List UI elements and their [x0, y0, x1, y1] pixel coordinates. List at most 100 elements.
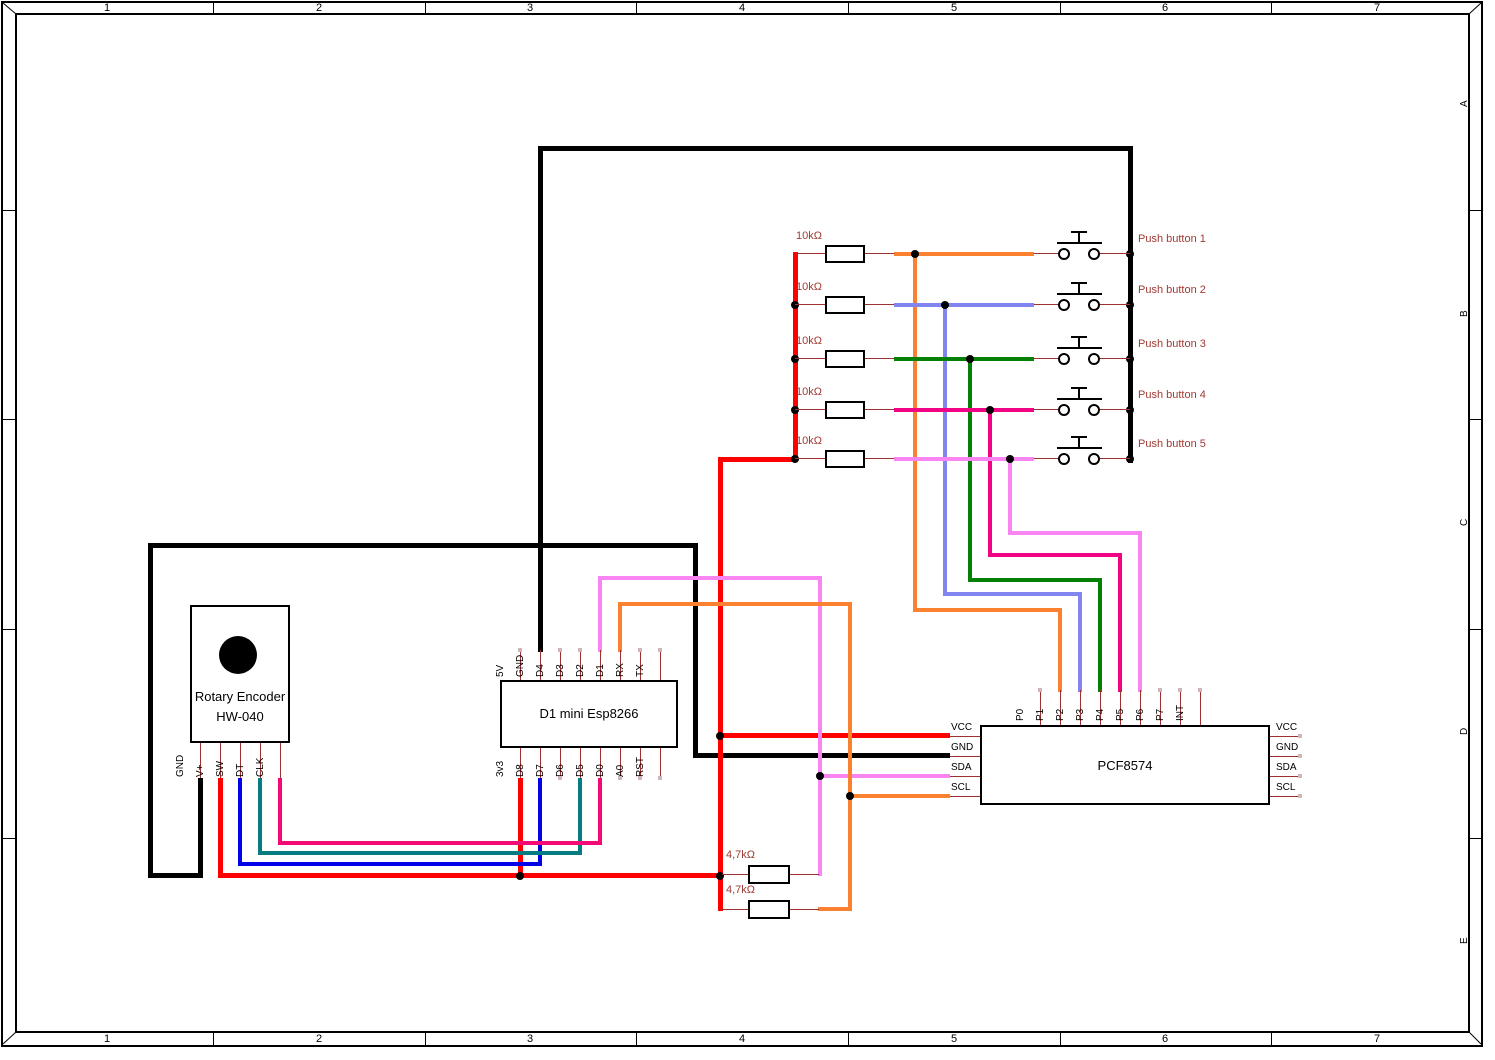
wire-sda: [598, 576, 602, 652]
wire-scl: [848, 602, 852, 911]
resistor-10k: [825, 401, 865, 419]
junction: [986, 406, 994, 414]
frame-col-label: 3: [526, 2, 534, 14]
frame-row-label: D: [0, 728, 3, 735]
pin-stub: [560, 748, 561, 778]
pin-label: P5: [1115, 708, 1126, 721]
button-actuator-cap: [1071, 387, 1087, 389]
pin-stub: [640, 650, 641, 680]
pin-label: RST: [635, 757, 646, 777]
pin-label: P7: [1155, 708, 1166, 721]
pin-label: P0: [1015, 708, 1026, 721]
wire-clk: [598, 778, 602, 843]
frame-tick: [636, 1033, 637, 1045]
button-terminal: [1088, 248, 1100, 260]
button-label: Push button 3: [1138, 338, 1206, 350]
pin-stub: [1270, 776, 1300, 777]
pin-stub: [1270, 756, 1300, 757]
pin-stub: [1120, 690, 1121, 725]
frame-col-label: 7: [1373, 2, 1381, 14]
resistor-value: 10kΩ: [796, 435, 822, 447]
frame-row-label: A: [1459, 100, 1470, 107]
frame-tick: [2, 838, 15, 839]
net-lead: [722, 909, 748, 910]
button-terminal: [1088, 404, 1100, 416]
frame-row-label: E: [1459, 937, 1470, 944]
pin-stub: [660, 650, 661, 680]
net-lead: [795, 253, 825, 254]
wire-gnd: [198, 778, 203, 878]
pin-label: GND: [175, 754, 186, 777]
pin-stub: [1080, 690, 1081, 725]
net-lead: [722, 874, 748, 875]
wire-button2: [894, 303, 1034, 307]
wire-gnd: [148, 543, 697, 548]
pcf8574-body: [980, 725, 1270, 805]
pin-pad: [618, 776, 622, 780]
frame-tick: [213, 1033, 214, 1045]
resistor-value: 10kΩ: [796, 335, 822, 347]
wire-button4: [988, 408, 992, 557]
wire-sw: [238, 778, 242, 866]
button-actuator-stem: [1078, 437, 1080, 447]
pin-pad: [638, 776, 642, 780]
frame-tick: [1470, 838, 1483, 839]
pin-pad: [578, 648, 582, 652]
wire-button3: [968, 578, 1102, 582]
pin-stub: [540, 650, 541, 680]
wire-sw: [238, 862, 542, 866]
pin-stub: [1140, 690, 1141, 725]
net-lead: [795, 409, 825, 410]
pin-stub: [620, 650, 621, 680]
button-contact-bar: [1057, 293, 1102, 295]
pin-label: 5V: [495, 664, 506, 677]
net-lead: [865, 304, 894, 305]
frame-row-label: C: [1459, 518, 1470, 526]
frame-tick: [1470, 419, 1483, 420]
button-actuator-stem: [1078, 232, 1080, 242]
wire-dt: [258, 778, 262, 855]
net-lead: [795, 358, 825, 359]
pin-label: 3v3: [495, 760, 506, 777]
button-terminal: [1058, 299, 1070, 311]
pin-stub: [950, 736, 980, 737]
net-lead: [1100, 253, 1130, 254]
junction: [716, 872, 724, 880]
pin-stub: [520, 650, 521, 680]
pin-stub: [220, 743, 221, 778]
pin-stub: [280, 743, 281, 778]
pin-stub: [600, 650, 601, 680]
resistor-value: 10kΩ: [796, 230, 822, 242]
pin-pad: [658, 648, 662, 652]
button-terminal: [1088, 299, 1100, 311]
wire-vcc: [218, 778, 223, 876]
frame-tick: [2, 419, 15, 420]
net-lead: [790, 909, 819, 910]
junction: [1126, 406, 1134, 414]
frame-col-label: 6: [1161, 1033, 1169, 1045]
frame-col-label: 1: [103, 2, 111, 14]
junction: [791, 355, 799, 363]
pin-pad: [1298, 774, 1302, 778]
pin-label: D8: [515, 764, 526, 777]
junction: [1006, 455, 1014, 463]
wire-button5: [1008, 531, 1142, 535]
button-label: Push button 2: [1138, 284, 1206, 296]
resistor-10k: [825, 296, 865, 314]
frame-row-label: D: [1459, 727, 1470, 735]
pin-label: D1: [595, 664, 606, 677]
junction: [816, 772, 824, 780]
net-lead: [795, 304, 825, 305]
frame-tick: [213, 2, 214, 14]
pin-label: INT: [1175, 704, 1186, 721]
wire-gnd: [538, 146, 543, 652]
d1-mini-body: [500, 680, 678, 748]
junction: [516, 872, 524, 880]
pin-stub: [520, 748, 521, 778]
pin-stub: [1040, 690, 1041, 725]
wire-button5: [894, 457, 1034, 461]
junction: [966, 355, 974, 363]
net-lead: [1034, 458, 1058, 459]
button-contact-bar: [1057, 447, 1102, 449]
